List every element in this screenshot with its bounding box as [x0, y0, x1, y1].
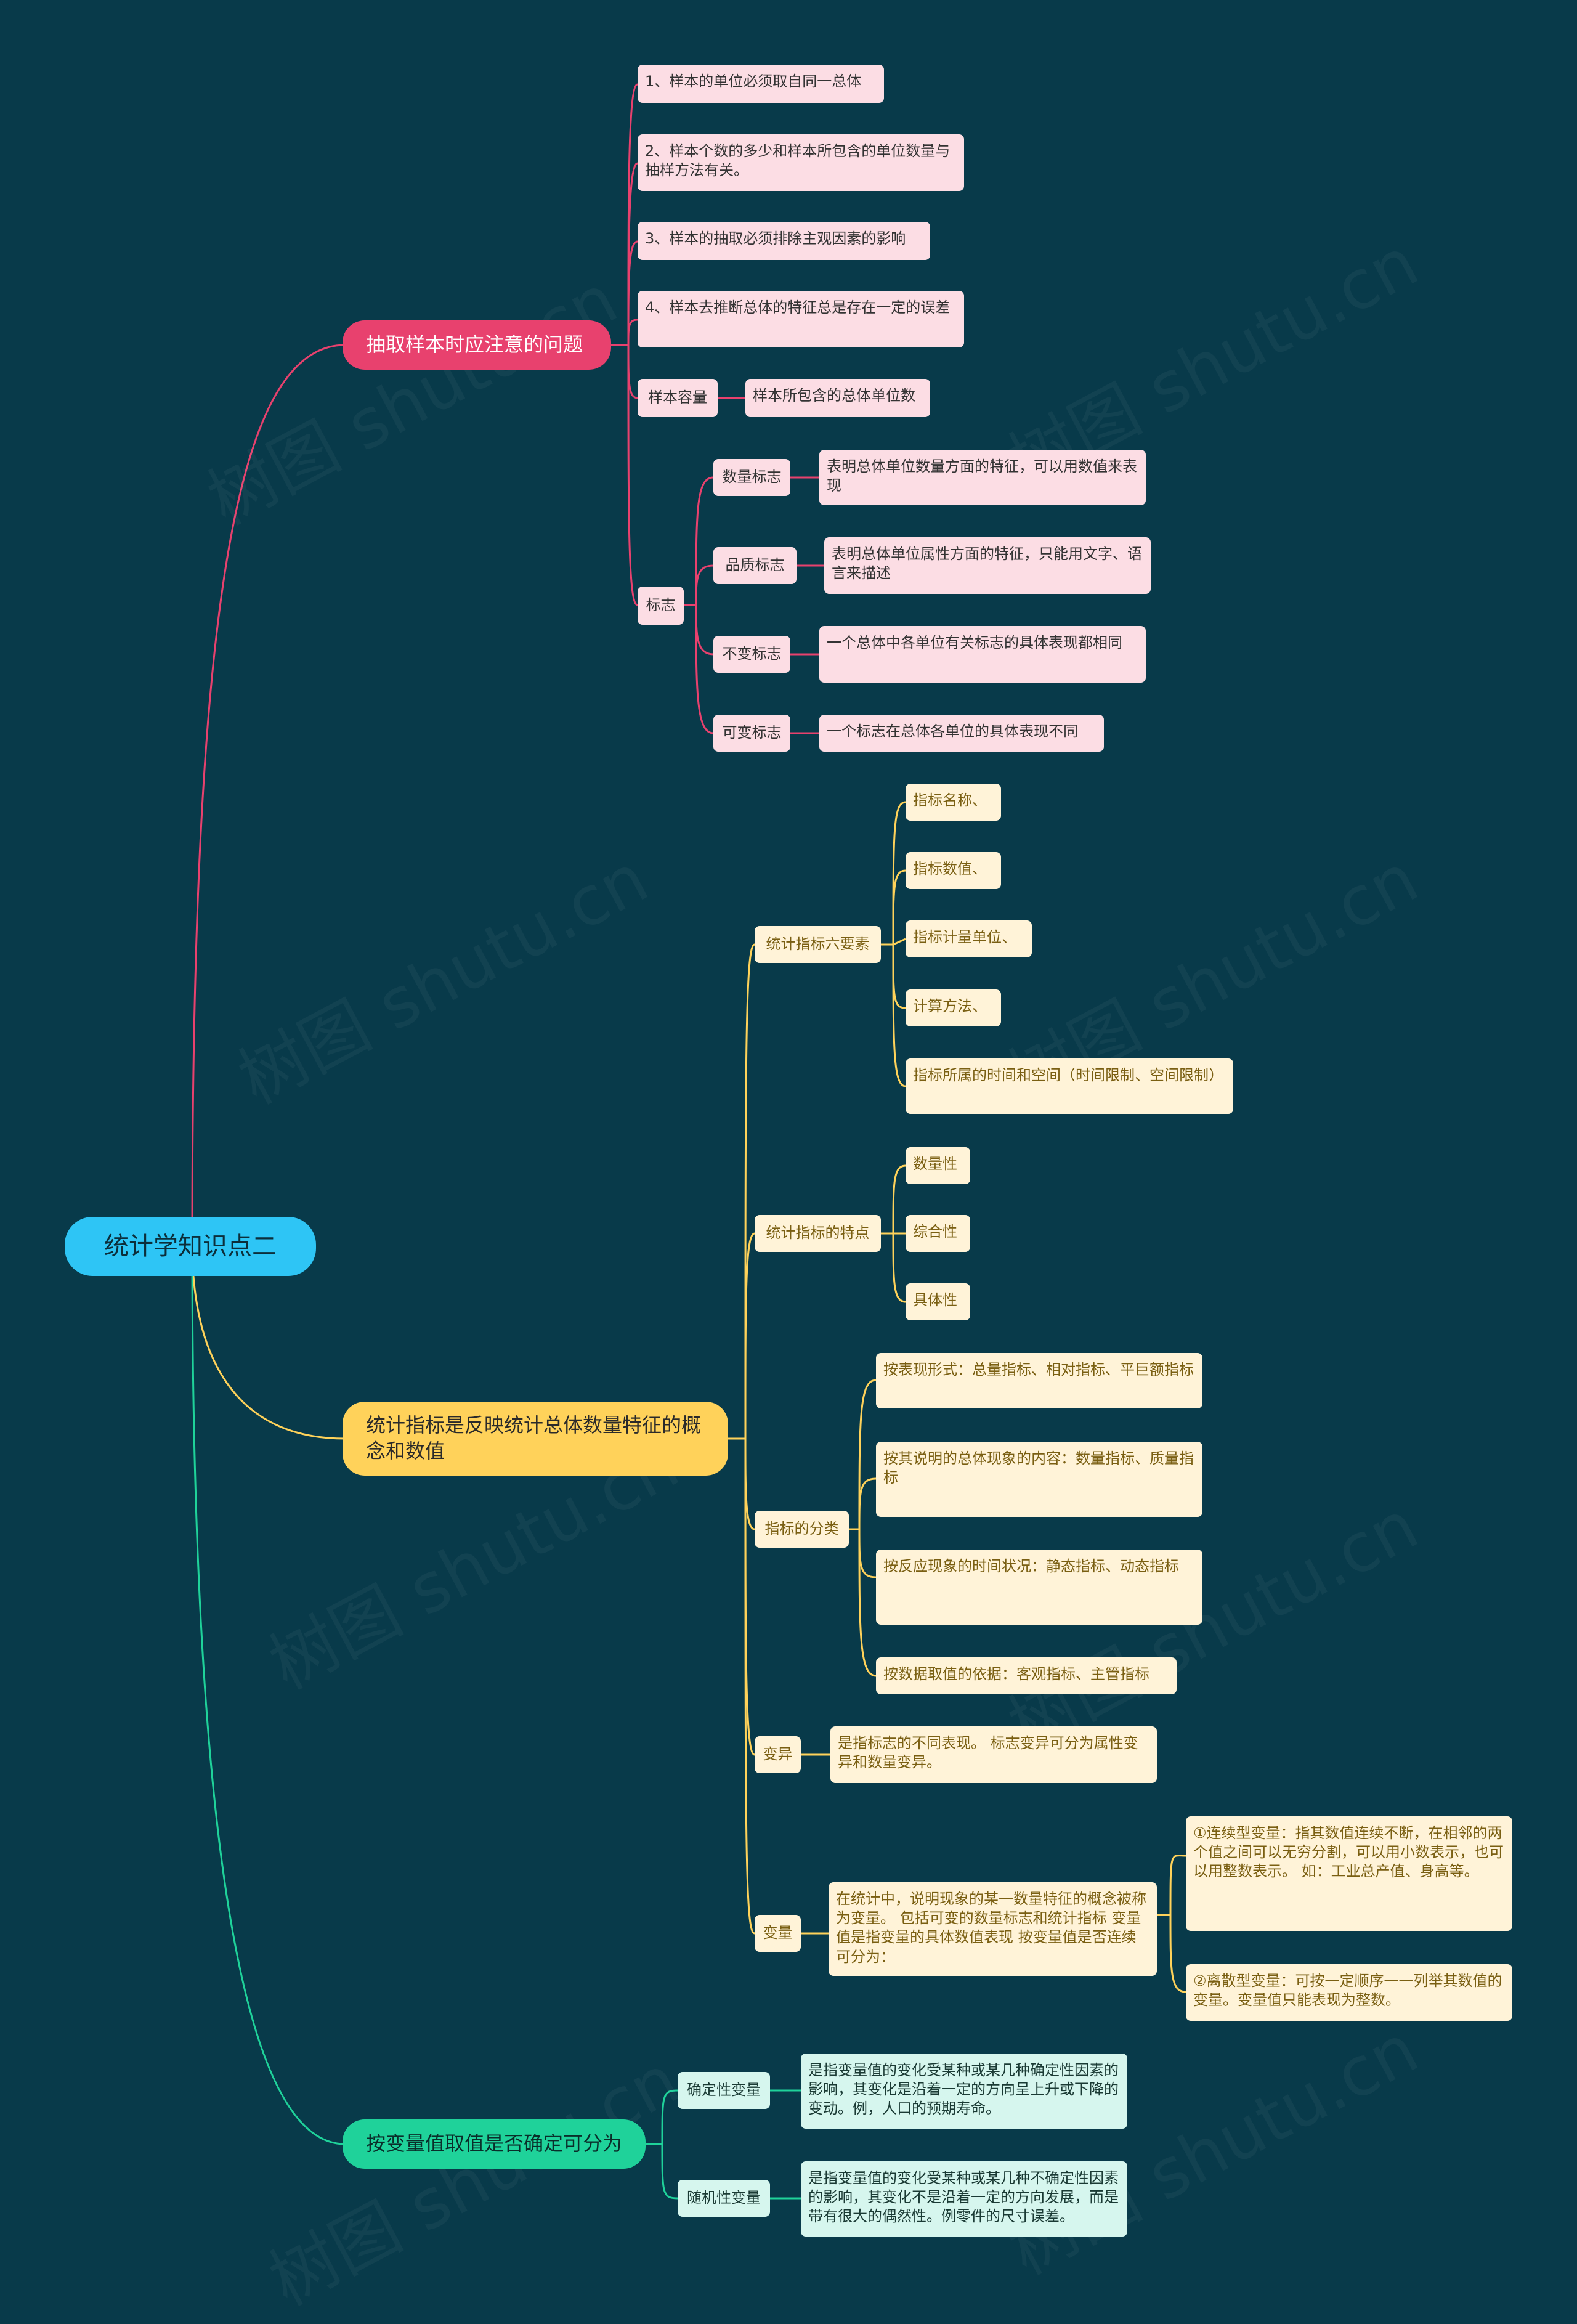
marker-quality-desc[interactable]: 表明总体单位属性方面的特征，只能用文字、语言来描述: [824, 537, 1151, 594]
classification-3[interactable]: 按反应现象的时间状况：静态指标、动态指标: [876, 1550, 1202, 1625]
six-element-3[interactable]: 指标计量单位、: [906, 920, 1032, 957]
classification-4[interactable]: 按数据取值的依据：客观指标、主管指标: [876, 1657, 1177, 1694]
marker-quantity-desc[interactable]: 表明总体单位数量方面的特征，可以用数值来表现: [819, 450, 1146, 505]
sample-size-desc[interactable]: 样本所包含的总体单位数: [745, 379, 930, 417]
six-element-4[interactable]: 计算方法、: [906, 989, 1001, 1026]
classification-node[interactable]: 指标的分类: [755, 1511, 849, 1548]
sampling-item-3[interactable]: 3、样本的抽取必须排除主观因素的影响: [638, 222, 930, 260]
variable-node[interactable]: 变量: [755, 1915, 801, 1952]
random-variable-desc[interactable]: 是指变量值的变化受某种或某几种不确定性因素的影响，其变化不是沿着一定的方向发展，…: [801, 2161, 1127, 2237]
marker-invariant-desc[interactable]: 一个总体中各单位有关标志的具体表现都相同: [819, 626, 1146, 683]
feature-1[interactable]: 数量性: [906, 1147, 970, 1184]
variation-node[interactable]: 变异: [755, 1736, 801, 1773]
marker-node[interactable]: 标志: [638, 587, 684, 625]
branch-sampling-issues[interactable]: 抽取样本时应注意的问题: [343, 320, 611, 370]
root-node[interactable]: 统计学知识点二: [65, 1217, 316, 1276]
marker-quality[interactable]: 品质标志: [713, 547, 797, 584]
sampling-item-1[interactable]: 1、样本的单位必须取自同一总体: [638, 65, 884, 103]
six-element-5[interactable]: 指标所属的时间和空间（时间限制、空间限制）: [906, 1058, 1233, 1114]
branch-statistical-indicator[interactable]: 统计指标是反映统计总体数量特征的概念和数值: [343, 1402, 728, 1476]
sampling-item-2[interactable]: 2、样本个数的多少和样本所包含的单位数量与抽样方法有关。: [638, 134, 964, 191]
classification-2[interactable]: 按其说明的总体现象的内容：数量指标、质量指标: [876, 1442, 1202, 1517]
variable-discrete[interactable]: ②离散型变量：可按一定顺序一一列举其数值的变量。变量值只能表现为整数。: [1186, 1964, 1512, 2021]
feature-2[interactable]: 综合性: [906, 1215, 970, 1252]
six-elements-node[interactable]: 统计指标六要素: [755, 926, 881, 963]
variation-desc[interactable]: 是指标志的不同表现。 标志变异可分为属性变异和数量变异。: [830, 1726, 1157, 1783]
deterministic-variable-desc[interactable]: 是指变量值的变化受某种或某几种确定性因素的影响，其变化是沿着一定的方向呈上升或下…: [801, 2054, 1127, 2129]
marker-quantity[interactable]: 数量标志: [713, 459, 790, 496]
branch-variable-determinacy[interactable]: 按变量值取值是否确定可分为: [343, 2119, 646, 2169]
marker-variable[interactable]: 可变标志: [713, 715, 790, 752]
six-element-1[interactable]: 指标名称、: [906, 784, 1001, 821]
feature-3[interactable]: 具体性: [906, 1283, 970, 1320]
random-variable-node[interactable]: 随机性变量: [678, 2180, 770, 2217]
deterministic-variable-node[interactable]: 确定性变量: [678, 2072, 770, 2109]
sampling-item-4[interactable]: 4、样本去推断总体的特征总是存在一定的误差: [638, 291, 964, 347]
marker-invariant[interactable]: 不变标志: [713, 636, 790, 673]
classification-1[interactable]: 按表现形式：总量指标、相对指标、平巨额指标: [876, 1353, 1202, 1408]
marker-variable-desc[interactable]: 一个标志在总体各单位的具体表现不同: [819, 715, 1104, 752]
six-element-2[interactable]: 指标数值、: [906, 852, 1001, 889]
features-node[interactable]: 统计指标的特点: [755, 1215, 881, 1252]
variable-desc[interactable]: 在统计中，说明现象的某一数量特征的概念被称为变量。 包括可变的数量标志和统计指标…: [829, 1882, 1157, 1976]
sample-size-node[interactable]: 样本容量: [638, 379, 718, 417]
variable-continuous[interactable]: ①连续型变量：指其数值连续不断，在相邻的两个值之间可以无穷分割，可以用小数表示，…: [1186, 1816, 1512, 1931]
